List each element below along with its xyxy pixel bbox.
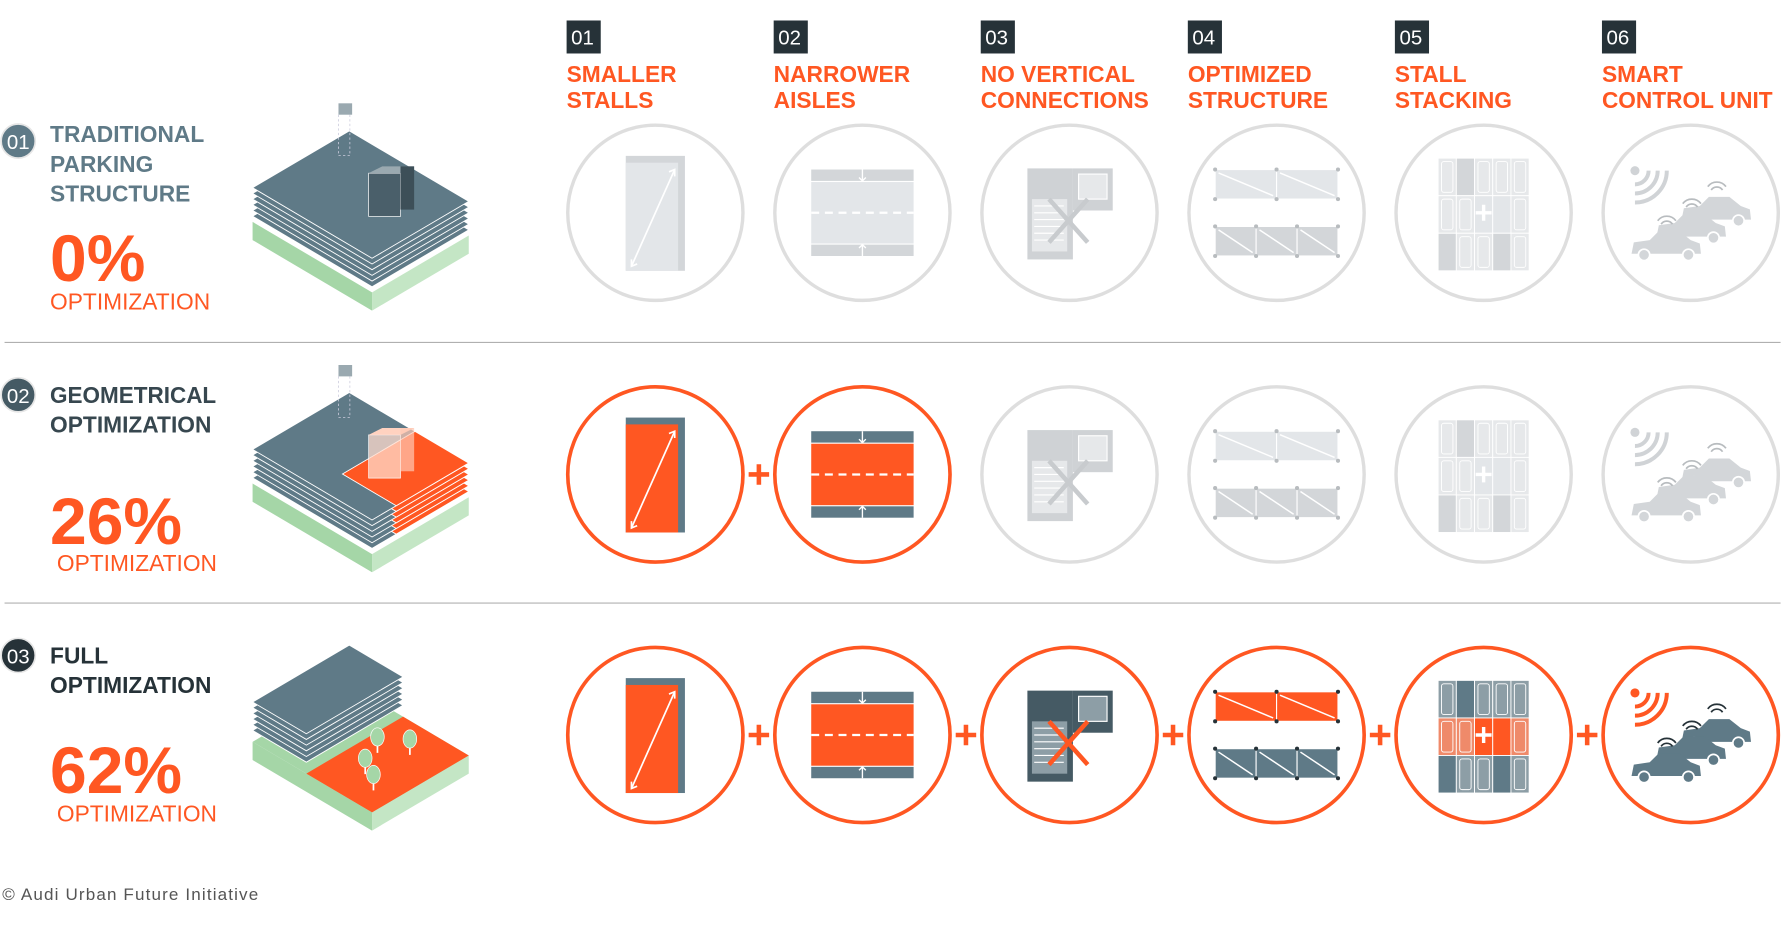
plus-icon [1162,724,1184,746]
row-title: TRADITIONAL [50,121,204,147]
step-number: 01 [571,26,594,49]
narrow-aisle-icon [772,645,952,825]
stall-stacking-icon [1394,123,1573,303]
step-title: CONTROL UNIT [1602,87,1773,113]
optimization-percent: 26% [50,484,182,558]
parking-structure-illustration [251,644,469,831]
narrow-aisle-icon [773,123,952,303]
step-title: STRUCTURE [1188,87,1328,113]
row-title: PARKING [50,151,153,177]
row-number-badge [0,123,37,160]
step-title: SMART [1602,61,1683,87]
step-title: OPTIMIZED [1188,61,1312,87]
step-number-badge [773,20,808,54]
step-number-badge [566,20,601,54]
no-ramp-icon [980,385,1159,564]
structure-grid-icon [1187,645,1366,825]
parking-structure-illustration [251,365,470,573]
step-circle [1187,645,1366,825]
stall-stacking-icon [1394,645,1574,825]
optimization-row-01: 01 TRADITIONAL PARKING STRUCTURE 0%OPTIMIZAT… [0,103,1781,314]
step-number: 02 [778,26,801,49]
optimization-label: OPTIMIZATION [57,800,217,826]
plus-icon [748,464,770,485]
parking-structure-illustration [251,103,470,311]
plus-icon [955,724,977,746]
step-title: NO VERTICAL [981,61,1135,87]
step-number: 03 [985,26,1008,49]
optimization-label: OPTIMIZATION [50,288,210,314]
parking-stall-icon [565,645,745,825]
row-number: 02 [7,385,30,408]
row-title: GEOMETRICAL [50,382,216,408]
step-number: 06 [1607,26,1630,49]
step-number-badge [980,20,1015,54]
structure-grid-icon [1187,385,1366,564]
optimization-label: OPTIMIZATION [57,550,217,576]
row-title: OPTIMIZATION [50,672,211,698]
parking-stall-icon [565,385,745,564]
plus-icon [748,724,770,746]
connected-cars-icon [1601,645,1781,825]
step-title: SMALLER [567,61,677,87]
no-ramp-icon [980,123,1159,303]
step-title: STACKING [1395,87,1512,113]
row-number: 01 [7,131,30,154]
step-number-badge [1187,20,1222,54]
row-number-badge [0,637,37,674]
step-circle [1187,123,1366,303]
structure-grid-icon [1187,123,1366,303]
no-ramp-icon [980,645,1159,825]
stall-stacking-icon [1394,385,1573,564]
step-title: STALL [1395,61,1467,87]
row-number: 03 [7,645,30,668]
step-title: STALLS [567,87,654,113]
plus-icon [1369,724,1391,746]
step-number-badge [1601,20,1637,54]
optimization-percent: 62% [50,733,182,807]
connected-cars-icon [1601,385,1781,564]
step-number: 05 [1399,26,1422,49]
connected-cars-icon [1601,123,1781,303]
parking-stall-icon [566,123,745,303]
plus-icon [1576,724,1598,746]
row-title: FULL [50,642,108,668]
step-title: NARROWER [774,61,911,87]
narrow-aisle-icon [772,385,952,564]
step-circle [1187,385,1366,564]
copyright-footer: © Audi Urban Future Initiative [2,885,259,904]
step-number: 04 [1192,26,1215,49]
step-title: AISLES [774,87,856,113]
step-number-badge [1394,20,1430,54]
optimization-percent: 0% [50,221,145,295]
row-title: OPTIMIZATION [50,411,211,437]
row-number-badge [0,376,37,413]
step-title: CONNECTIONS [981,87,1149,113]
row-title: STRUCTURE [50,180,190,206]
